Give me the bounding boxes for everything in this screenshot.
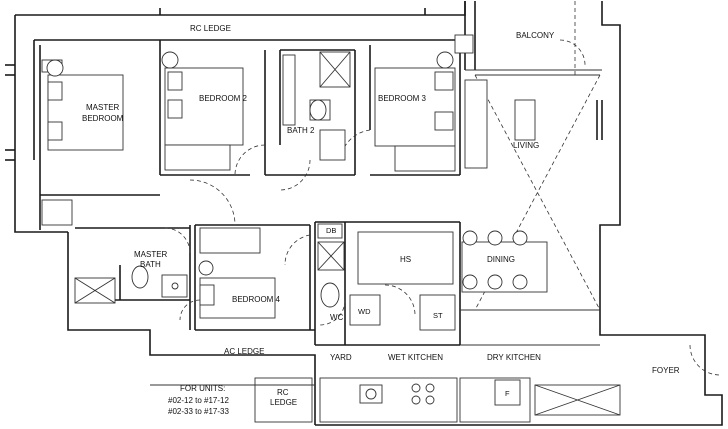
furniture [41, 34, 621, 416]
units-note-line1: #02-12 to #17-12 [168, 396, 229, 405]
living-label: LIVING [513, 141, 539, 150]
ac-ledge-label: AC LEDGE [224, 347, 264, 356]
yard-label: YARD [330, 353, 352, 362]
master-bath-label-2: BATH [140, 260, 161, 269]
bedroom3-label: BEDROOM 3 [378, 94, 427, 103]
wet-kitchen-label: WET KITCHEN [388, 353, 443, 362]
rc-ledge-bottom-label-1: RC [277, 388, 289, 397]
fridge-label: F [505, 389, 510, 398]
units-note-heading: FOR UNITS: [180, 384, 225, 393]
room-labels: RC LEDGE BALCONY MASTER BEDROOM BEDROOM … [82, 24, 680, 407]
bath2-label: BATH 2 [287, 126, 315, 135]
exterior-walls [5, 1, 723, 426]
master-bedroom-label-2: BEDROOM [82, 114, 124, 123]
door-swings [164, 39, 721, 376]
rc-ledge-top-label: RC LEDGE [190, 24, 231, 33]
wd-label: WD [358, 307, 371, 316]
living-void-lines [474, 1, 601, 311]
dry-kitchen-label: DRY KITCHEN [487, 353, 541, 362]
interior-walls [39, 1, 602, 423]
dining-label: DINING [487, 255, 515, 264]
bedroom4-label: BEDROOM 4 [232, 295, 281, 304]
balcony-label: BALCONY [516, 31, 555, 40]
units-note-line2: #02-33 to #17-33 [168, 407, 229, 416]
master-bath-label-1: MASTER [134, 250, 168, 259]
hs-label: HS [400, 255, 411, 264]
bedroom2-label: BEDROOM 2 [199, 94, 248, 103]
st-label: ST [433, 311, 443, 320]
db-label: DB [326, 226, 336, 235]
foyer-label: FOYER [652, 366, 680, 375]
rc-ledge-bottom-label-2: LEDGE [270, 398, 297, 407]
master-bedroom-label-1: MASTER [86, 103, 120, 112]
wc-label: WC [330, 313, 344, 322]
units-note: FOR UNITS: #02-12 to #17-12 #02-33 to #1… [168, 384, 229, 416]
